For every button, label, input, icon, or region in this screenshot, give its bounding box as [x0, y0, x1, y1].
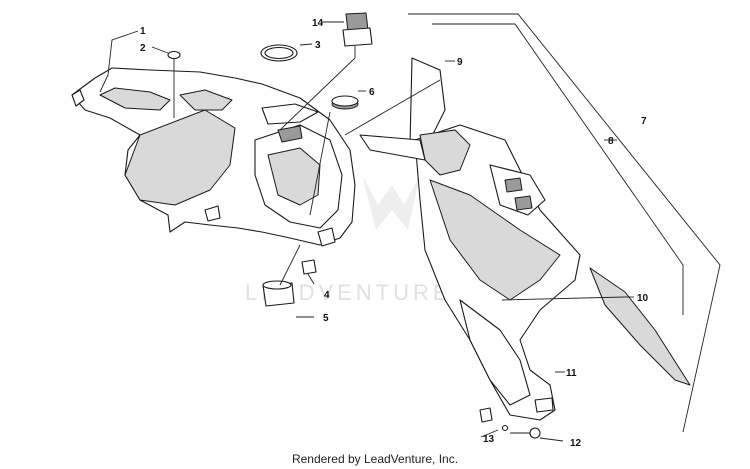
footer-credit: Rendered by LeadVenture, Inc. — [291, 452, 459, 466]
socket-part-5 — [262, 244, 301, 307]
fastener-part-12 — [510, 427, 541, 439]
gasket-part-3 — [260, 44, 298, 62]
ring-part-6 — [309, 95, 359, 216]
callout-5: 5 — [323, 313, 329, 324]
callout-14: 14 — [312, 18, 324, 29]
watermark-logo — [362, 175, 420, 230]
assembly-bracket-lines — [408, 13, 721, 433]
callout-1: 1 — [140, 26, 146, 37]
callout-labels: 1 2 3 14 6 9 7 8 10 11 12 13 4 5 — [140, 18, 649, 449]
callout-6: 6 — [369, 87, 375, 98]
callout-13: 13 — [483, 434, 495, 445]
callout-8: 8 — [608, 136, 614, 147]
deflector-part-9 — [344, 57, 446, 146]
callout-12: 12 — [570, 438, 582, 449]
callout-7: 7 — [641, 116, 647, 127]
callout-leaders — [99, 21, 634, 442]
front-fairing-right — [359, 124, 581, 421]
dash-panel-left — [71, 67, 356, 247]
screw-part-2 — [167, 50, 181, 118]
callout-3: 3 — [315, 40, 321, 51]
switch-part-14 — [279, 12, 373, 131]
callout-10: 10 — [637, 293, 649, 304]
callout-9: 9 — [457, 57, 463, 68]
clip-part-4 — [301, 259, 317, 285]
callout-4: 4 — [324, 290, 330, 301]
callout-11: 11 — [566, 368, 577, 379]
callout-2: 2 — [140, 43, 146, 54]
clip-part-13 — [479, 407, 509, 432]
panel-part-10 — [589, 267, 691, 386]
